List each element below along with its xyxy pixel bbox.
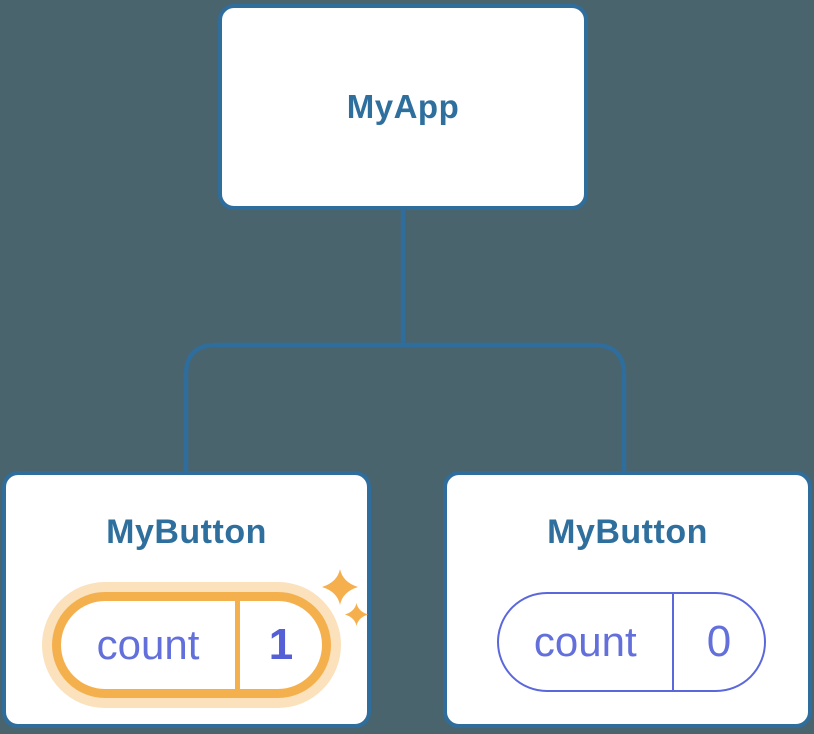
state-value-label: 1 bbox=[268, 620, 294, 669]
tree-node-mybutton-right: MyButton count 0 bbox=[443, 471, 812, 728]
node-title: MyApp bbox=[346, 88, 460, 125]
pill-divider bbox=[235, 601, 240, 689]
state-value-label: 0 bbox=[706, 617, 732, 666]
connector-fork bbox=[183, 342, 627, 472]
state-name-label: count bbox=[533, 618, 637, 665]
state-name-cell: count bbox=[61, 601, 235, 689]
pill-divider bbox=[671, 594, 674, 690]
sparkle-icon bbox=[322, 569, 358, 605]
state-name-label: count bbox=[96, 621, 200, 668]
sparkle-icon bbox=[345, 603, 368, 626]
state-pill-highlighted: count 1 bbox=[52, 592, 331, 698]
node-title: MyButton bbox=[547, 513, 708, 551]
state-value-cell: 0 bbox=[674, 594, 764, 690]
state-value-cell: 1 bbox=[240, 601, 322, 689]
state-pill: count 0 bbox=[497, 592, 766, 692]
state-name-cell: count bbox=[499, 594, 672, 690]
tree-node-mybutton-left: MyButton count 1 bbox=[2, 471, 371, 728]
node-title: MyButton bbox=[106, 513, 267, 551]
tree-node-myapp: MyApp bbox=[218, 4, 588, 210]
